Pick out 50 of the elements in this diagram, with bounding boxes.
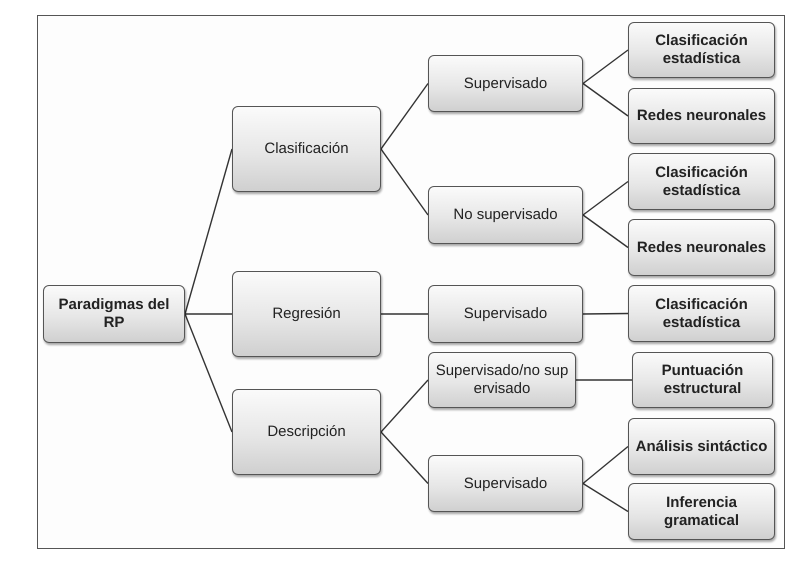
node-label: Paradigmas del RP <box>58 296 170 332</box>
tree-node-box <box>628 219 775 276</box>
connector-line <box>582 482 628 512</box>
connector-line <box>582 180 628 216</box>
connector-line <box>185 313 232 315</box>
node-label: Puntuación estructural <box>660 362 744 398</box>
tree-node-box <box>628 483 775 540</box>
connector-line <box>380 83 429 150</box>
connector-line <box>184 314 233 432</box>
node-label: Redes neuronales <box>636 107 766 125</box>
node-label: Descripción <box>267 423 346 441</box>
tree-node-box <box>232 271 381 357</box>
node-label: Supervisado/no supervisado <box>434 362 570 398</box>
tree-node-box <box>628 153 775 210</box>
connector-line <box>582 446 628 484</box>
tree-node-box <box>628 22 775 78</box>
tree-node-box <box>628 285 775 342</box>
node-label: Supervisado <box>464 474 548 492</box>
tree-node-box <box>428 55 583 112</box>
connector-line <box>582 214 628 248</box>
connector-line <box>380 380 429 432</box>
tree-node-box <box>232 106 381 192</box>
connector-line <box>380 432 429 484</box>
node-label: Clasificación <box>264 140 349 158</box>
connector-line <box>582 82 628 117</box>
node-label: Clasificación estadística <box>654 32 749 68</box>
node-label: Regresión <box>272 305 341 323</box>
tree-node-box <box>428 285 583 343</box>
tree-node-box <box>232 389 381 475</box>
node-label: Clasificación estadística <box>654 164 749 200</box>
connector-line <box>576 379 632 381</box>
tree-node-box <box>628 418 775 475</box>
tree-node-box <box>428 352 576 408</box>
node-label: Supervisado <box>464 74 548 92</box>
node-label: No supervisado <box>453 206 558 224</box>
connector-line <box>381 313 428 315</box>
tree-node-box <box>628 88 775 144</box>
connector-line <box>184 148 233 314</box>
tree-node-box <box>632 352 773 408</box>
node-label: Clasificación estadística <box>654 296 749 332</box>
tree-node-box <box>428 186 583 244</box>
tree-node-box <box>428 455 583 512</box>
connector-line <box>380 148 429 216</box>
node-label: Redes neuronales <box>636 238 766 256</box>
node-label: Supervisado <box>464 305 548 323</box>
node-label: Inferencia gramatical <box>662 494 740 530</box>
tree-node-box <box>43 285 185 343</box>
node-label: Análisis sintáctico <box>636 438 768 456</box>
connector-line <box>582 49 628 84</box>
connector-line <box>583 312 628 315</box>
